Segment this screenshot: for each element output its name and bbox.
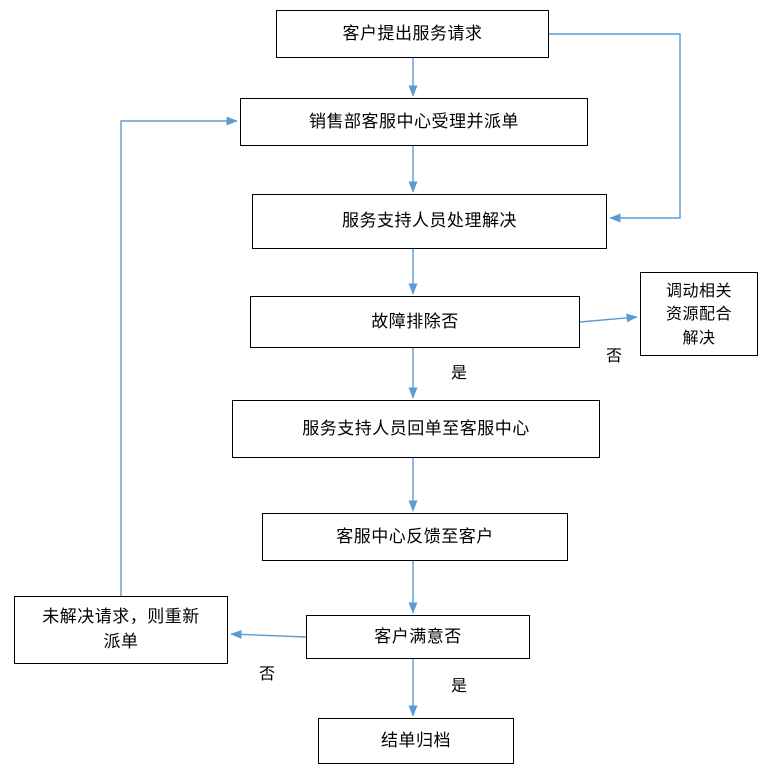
- edge-n4-n5-no: [579, 313, 638, 323]
- edge-label-satisfied-no: 否: [259, 664, 276, 683]
- node-unresolved-redispatch[interactable]: 未解决请求，则重新 派单: [14, 596, 228, 664]
- node-customer-satisfied-decision[interactable]: 客户满意否: [306, 615, 530, 659]
- node-close-and-archive[interactable]: 结单归档: [318, 718, 514, 764]
- edge-label-fault-yes: 是: [451, 363, 468, 382]
- node-sales-service-center-accept-dispatch[interactable]: 销售部客服中心受理并派单: [240, 98, 588, 146]
- node-customer-request[interactable]: 客户提出服务请求: [276, 10, 549, 58]
- node-support-staff-report-back[interactable]: 服务支持人员回单至客服中心: [232, 400, 600, 458]
- node-mobilize-resources[interactable]: 调动相关 资源配合 解决: [640, 272, 758, 356]
- node-fault-cleared-decision[interactable]: 故障排除否: [250, 296, 580, 348]
- edge-n8-n9-no: [230, 629, 307, 639]
- edge-label-satisfied-yes: 是: [451, 676, 468, 695]
- node-service-center-feedback-customer[interactable]: 客服中心反馈至客户: [262, 513, 568, 561]
- edge-label-fault-no: 否: [606, 346, 623, 365]
- node-support-staff-resolve[interactable]: 服务支持人员处理解决: [252, 194, 607, 249]
- edge-n9-n2-return: [120, 116, 238, 596]
